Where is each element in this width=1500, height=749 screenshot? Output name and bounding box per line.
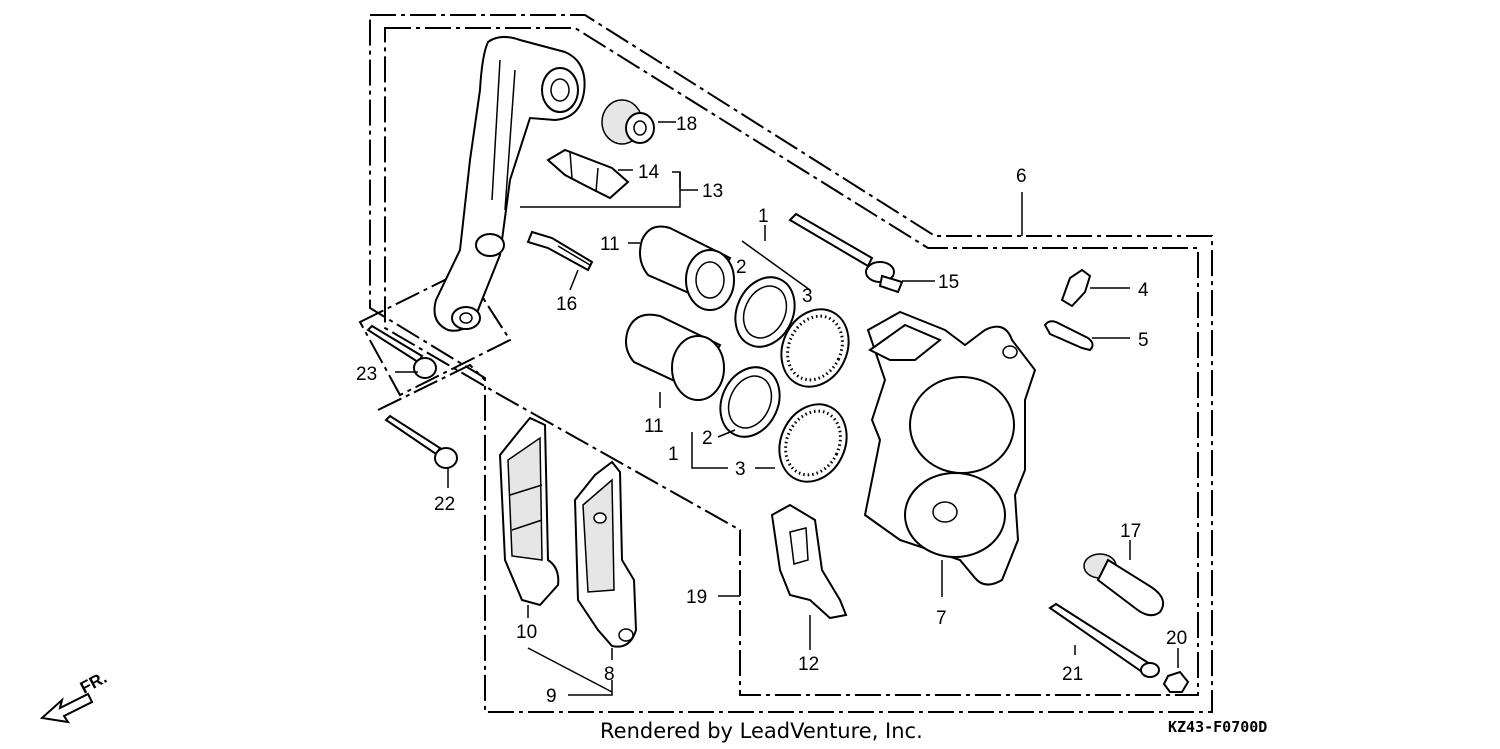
callout-17: 17 — [1120, 521, 1141, 542]
diagram-code: KZ43-F0700D — [1168, 718, 1267, 736]
piston-lower — [625, 313, 725, 401]
dust-seal-upper — [780, 308, 850, 388]
piston-seal-lower — [719, 366, 781, 438]
callout-2: 2 — [702, 428, 713, 449]
callout-3: 3 — [735, 459, 746, 480]
leader-lines — [395, 121, 1179, 696]
callout-6: 6 — [1016, 166, 1027, 187]
callout-19: 19 — [686, 587, 707, 608]
bracket-pivot-bolt — [366, 324, 437, 379]
callout-1: 1 — [758, 206, 769, 227]
callout-20: 20 — [1166, 628, 1187, 649]
callout-5: 5 — [1138, 330, 1149, 351]
callout-16: 16 — [556, 294, 577, 315]
callout-22: 22 — [434, 494, 455, 515]
callout-14: 14 — [638, 162, 660, 183]
hanger-pin — [1048, 602, 1160, 678]
callout-18: 18 — [676, 114, 697, 135]
callout-2: 2 — [736, 257, 747, 278]
callout-21: 21 — [1062, 664, 1083, 685]
dust-seal-lower — [778, 403, 848, 483]
bleeder-valve — [1060, 268, 1092, 308]
callout-10: 10 — [516, 622, 537, 643]
piston-upper — [639, 225, 735, 311]
callout-11: 11 — [600, 234, 620, 255]
caliper-bracket — [433, 36, 586, 332]
piston-seal-upper — [734, 276, 796, 348]
callout-15: 15 — [938, 272, 959, 293]
brake-pad-outer — [573, 460, 638, 648]
slide-pin — [788, 212, 904, 294]
callout-23: 23 — [356, 364, 377, 385]
callout-4: 4 — [1138, 280, 1149, 301]
pad-spring — [546, 148, 630, 200]
callout-9: 9 — [546, 686, 557, 707]
caliper-mount-bolt — [384, 414, 458, 469]
assembly-outline-pin — [377, 363, 486, 411]
callout-13: 13 — [702, 181, 723, 202]
pin-boot — [601, 99, 655, 145]
callout-1: 1 — [668, 444, 679, 465]
brake-pad-inner — [498, 416, 560, 607]
callout-12: 12 — [798, 654, 819, 675]
caliper-body — [863, 310, 1037, 586]
bracket-bolt — [526, 230, 594, 272]
callout-3: 3 — [802, 286, 813, 307]
front-label: FR. — [77, 668, 110, 698]
callout-7: 7 — [936, 608, 947, 629]
pad-retainer — [770, 503, 848, 620]
pin-bolt — [1083, 553, 1164, 617]
callout-11: 11 — [644, 416, 664, 437]
callout-8: 8 — [604, 664, 615, 685]
callouts: 1 2 3 11 11 2 1 3 18 14 13 16 15 6 4 5 7… — [356, 114, 1187, 707]
front-direction-arrow: FR. — [39, 668, 110, 724]
assembly-outline-caliper — [384, 27, 1199, 696]
hanger-nut — [1162, 670, 1190, 693]
bleeder-cap — [1043, 320, 1094, 352]
credit-text: Rendered by LeadVenture, Inc. — [600, 719, 923, 743]
assembly-outline-bracket — [358, 268, 512, 397]
assembly-outline-outer — [369, 14, 1213, 713]
